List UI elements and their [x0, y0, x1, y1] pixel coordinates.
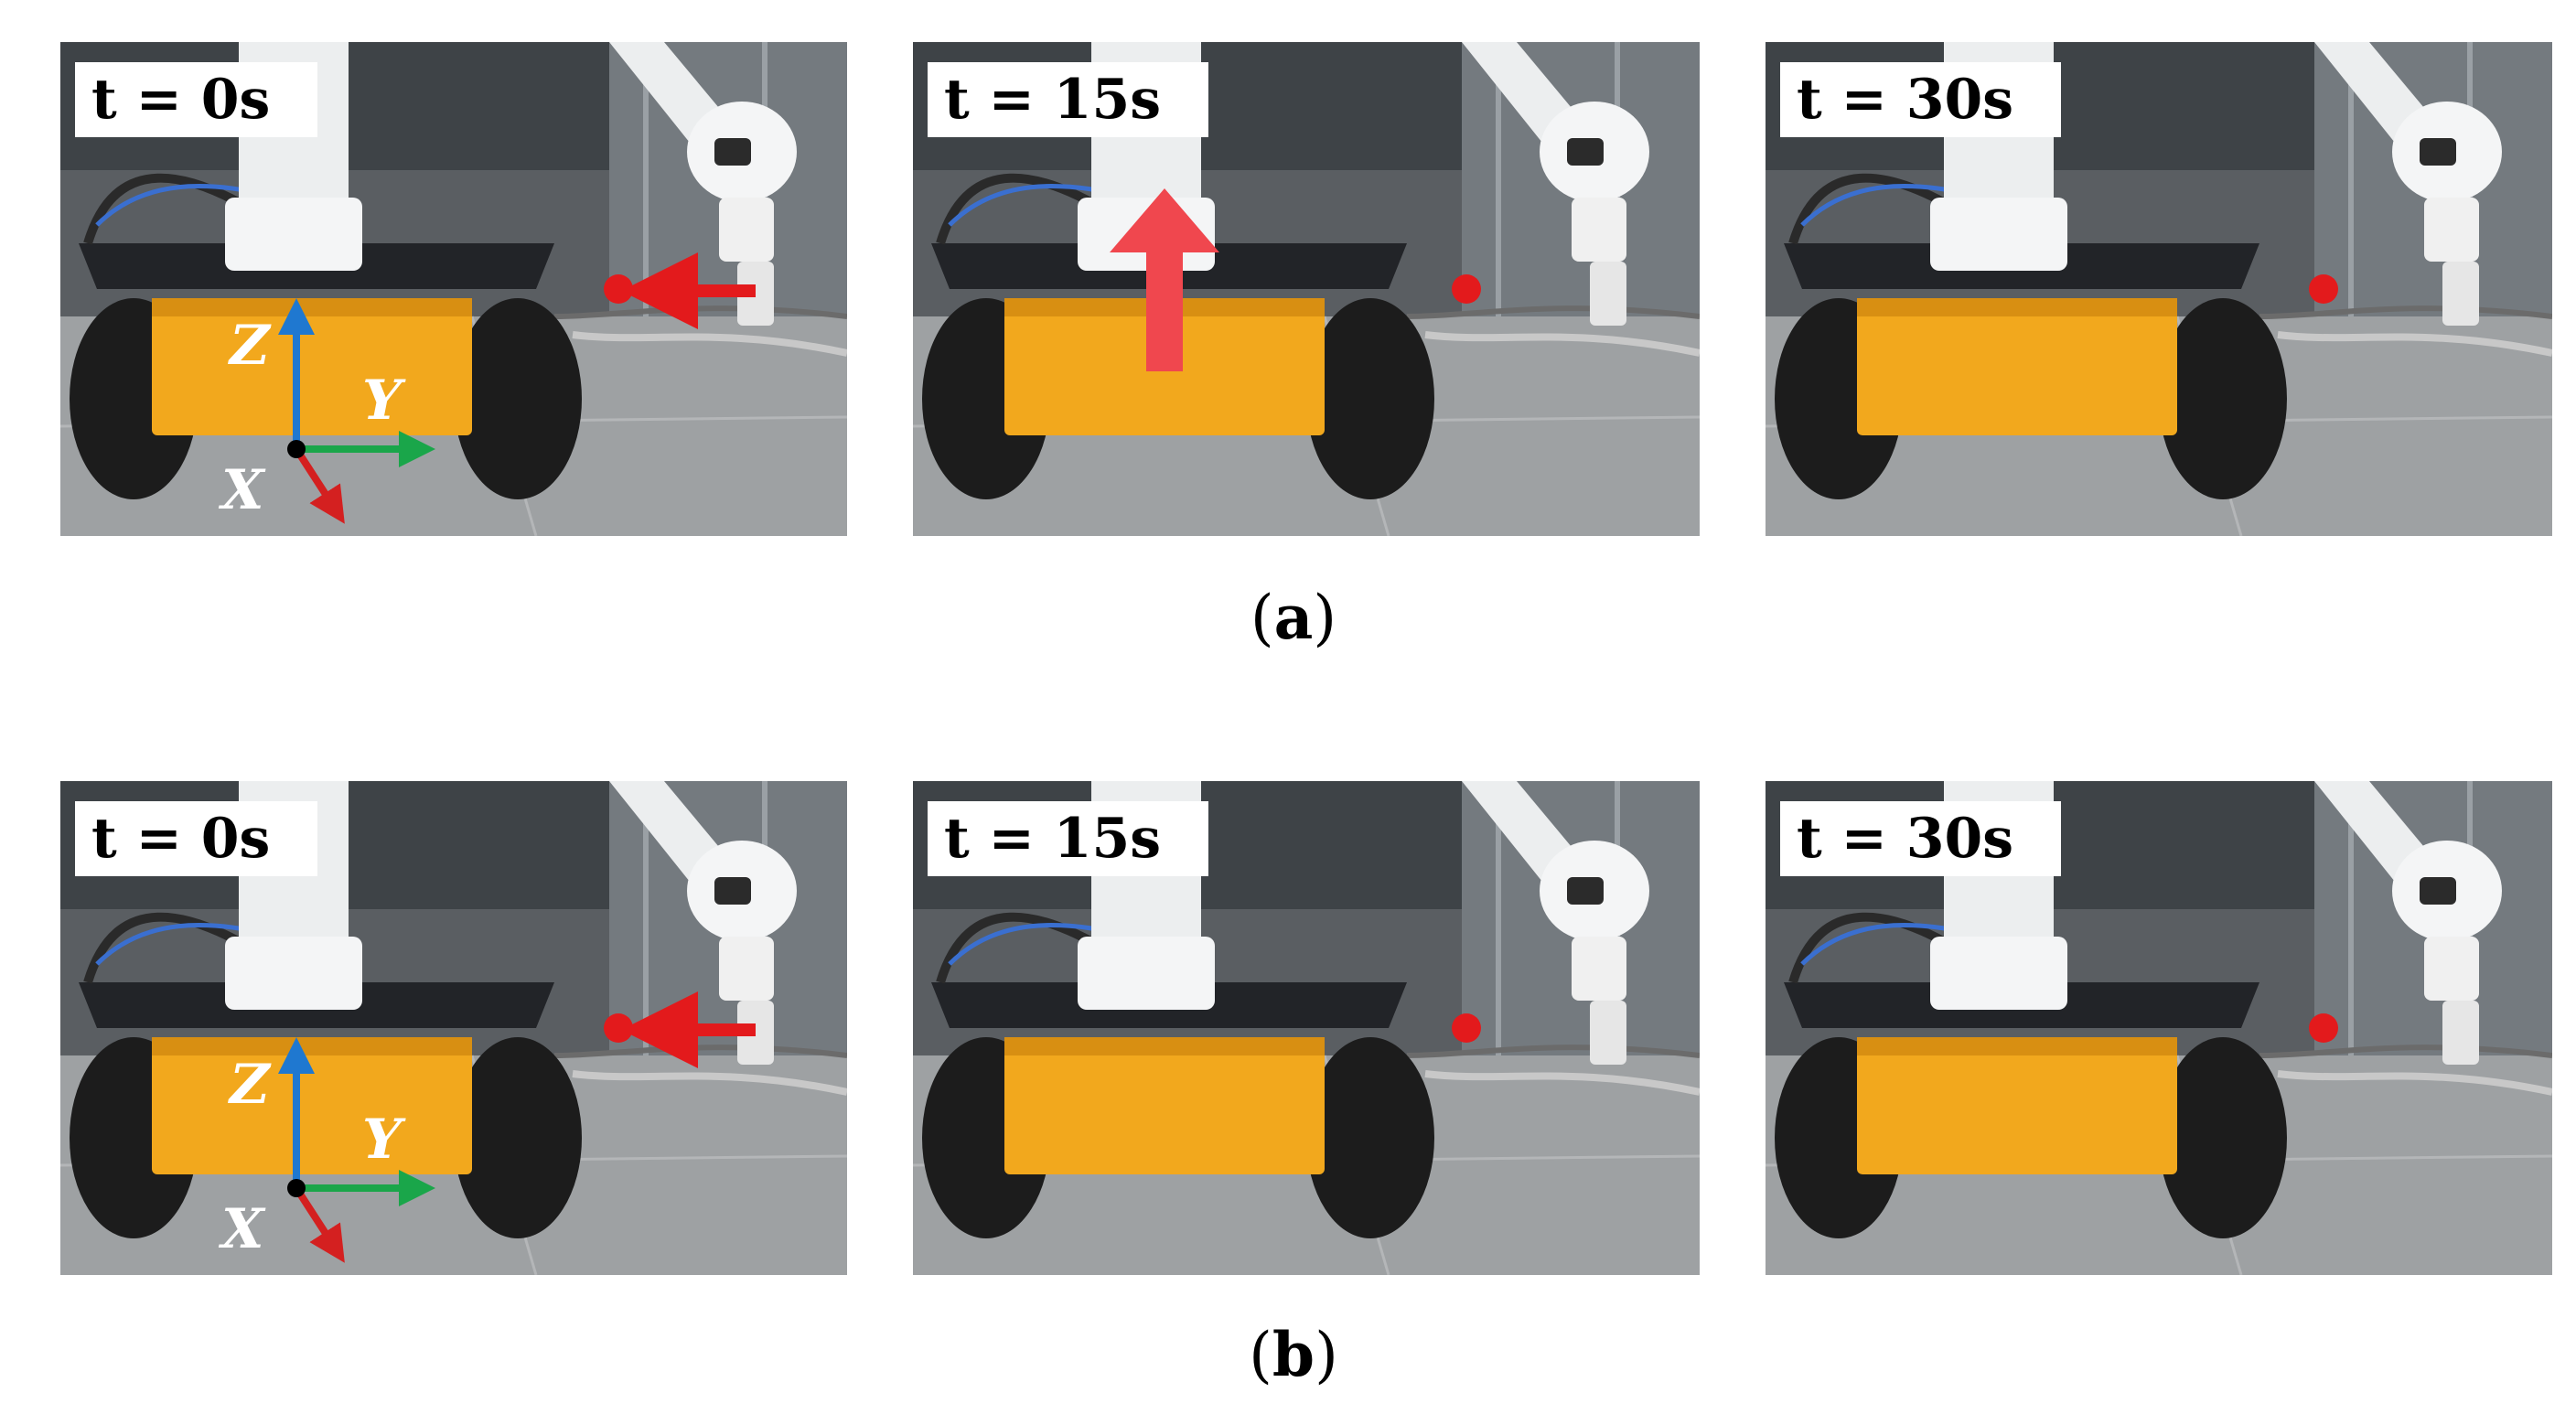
overlay-a-t30 — [2309, 274, 2338, 304]
overlay-b-t30 — [2309, 1013, 2338, 1043]
overlay-a-t0 — [278, 252, 756, 524]
panel-b-t0: Z Y X t = 0s — [60, 781, 847, 1275]
axis-origin — [287, 440, 306, 458]
time-label: t = 15s — [928, 801, 1209, 876]
axis-y-label: Y — [362, 369, 402, 433]
panel-a-t15: t = 15s — [913, 42, 1700, 536]
target-marker — [604, 1013, 633, 1043]
panel-b-t15: t = 15s — [913, 781, 1700, 1275]
target-marker — [604, 274, 633, 304]
caption-a: (a) — [1250, 582, 1337, 653]
target-marker — [2309, 274, 2338, 304]
axis-x-arrow — [293, 446, 345, 524]
axis-y-label: Y — [362, 1108, 402, 1172]
panel-a-t30: t = 30s — [1766, 42, 2552, 536]
panel-b-t30: t = 30s — [1766, 781, 2552, 1275]
overlay-b-t0 — [278, 991, 756, 1263]
axis-origin — [287, 1179, 306, 1197]
time-label: t = 15s — [928, 62, 1209, 137]
axis-x-arrow — [293, 1185, 345, 1263]
target-marker — [2309, 1013, 2338, 1043]
axis-x-label: X — [221, 458, 264, 522]
panel-a-t0: Z Y X t = 0s — [60, 42, 847, 536]
caption-b: (b) — [1249, 1319, 1338, 1390]
axis-z-label: Z — [230, 314, 270, 378]
motion-arrow-up — [1110, 188, 1219, 371]
axis-z-label: Z — [230, 1053, 270, 1117]
overlay-a-t15 — [1110, 188, 1481, 371]
time-label: t = 30s — [1780, 801, 2062, 876]
caption-letter: b — [1272, 1319, 1315, 1390]
time-label: t = 0s — [75, 801, 318, 876]
time-label: t = 30s — [1780, 62, 2062, 137]
overlay-b-t15 — [1452, 1013, 1481, 1043]
time-label: t = 0s — [75, 62, 318, 137]
target-marker — [1452, 1013, 1481, 1043]
caption-letter: a — [1273, 582, 1314, 653]
axis-x-label: X — [221, 1197, 264, 1261]
target-marker — [1452, 274, 1481, 304]
